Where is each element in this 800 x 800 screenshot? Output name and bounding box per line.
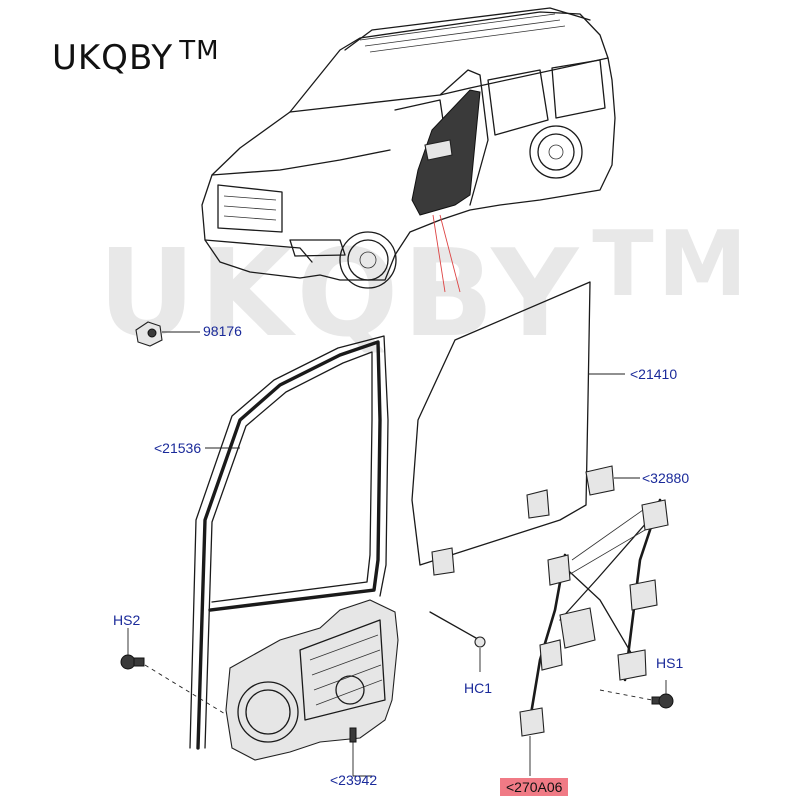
part-hs1-screw <box>599 680 674 709</box>
callout-hc1: HC1 <box>464 680 493 696</box>
callout-hs1: HS1 <box>656 655 684 671</box>
part-hc1-bolt <box>429 611 486 672</box>
callout-hs2: HS2 <box>113 612 141 628</box>
part-23942-door-module <box>225 599 399 777</box>
watermark-text: UKQBY <box>98 225 583 364</box>
part-21410-window-glass <box>411 281 625 576</box>
brand-tm: TM <box>179 36 220 66</box>
part-32880-pad <box>585 465 640 496</box>
callout-270a06-highlighted: <270A06 <box>500 778 569 796</box>
part-21536-door-seal <box>189 335 389 750</box>
callout-21536: <21536 <box>154 440 202 456</box>
part-hs2-screw <box>120 628 236 721</box>
part-270a06-window-regulator <box>519 498 669 776</box>
brand-name: UKQBY <box>52 38 174 78</box>
vehicle-illustration <box>201 7 616 293</box>
part-98176-clip <box>135 321 200 347</box>
callout-32880: <32880 <box>642 470 690 486</box>
watermark-tm: TM <box>592 212 752 317</box>
callout-23942: <23942 <box>330 772 378 788</box>
callout-98176: 98176 <box>203 323 242 339</box>
callout-21410: <21410 <box>630 366 678 382</box>
